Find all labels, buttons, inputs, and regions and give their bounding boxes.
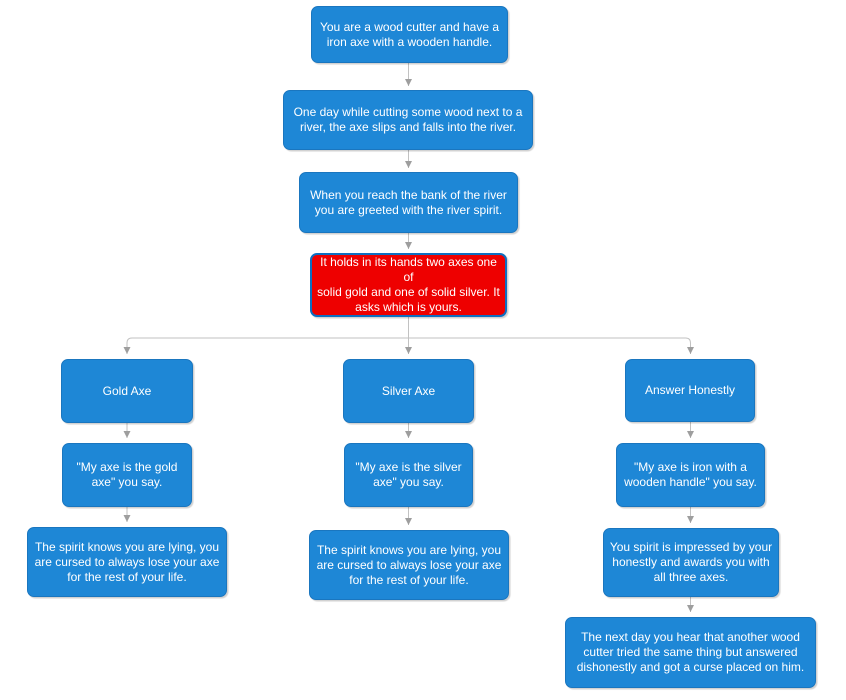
- flow-node-gold-say[interactable]: "My axe is the gold axe" you say.: [62, 443, 192, 507]
- flow-node-honest-result[interactable]: You spirit is impressed by your honestly…: [603, 528, 779, 597]
- flow-node-label: When you reach the bank of the river you…: [310, 187, 507, 217]
- flow-node-silver-say[interactable]: "My axe is the silver axe" you say.: [344, 443, 473, 507]
- flow-node-label: "My axe is the gold axe" you say.: [76, 460, 178, 489]
- flow-node-label: The spirit knows you are lying, you are …: [34, 539, 220, 584]
- flow-node-label: Gold Axe: [102, 383, 152, 398]
- flow-node-final[interactable]: The next day you hear that another wood …: [565, 617, 816, 688]
- flow-node-silver-result[interactable]: The spirit knows you are lying, you are …: [309, 530, 509, 600]
- flow-node-label: You are a wood cutter and have a iron ax…: [319, 19, 500, 49]
- flow-node-question-highlighted[interactable]: It holds in its hands two axes one of so…: [310, 253, 507, 317]
- flow-node-river[interactable]: One day while cutting some wood next to …: [283, 90, 533, 150]
- flow-node-label: One day while cutting some wood next to …: [293, 105, 523, 134]
- flow-node-label: "My axe is the silver axe" you say.: [355, 460, 462, 489]
- flow-node-label: It holds in its hands two axes one of so…: [317, 255, 500, 314]
- flow-node-gold-result[interactable]: The spirit knows you are lying, you are …: [27, 527, 227, 597]
- flow-node-iron-say[interactable]: "My axe is iron with a wooden handle" yo…: [616, 443, 765, 507]
- flow-node-answer-honestly[interactable]: Answer Honestly: [625, 359, 755, 422]
- flow-node-label: You spirit is impressed by your honestly…: [609, 540, 773, 584]
- flow-node-label: The spirit knows you are lying, you are …: [316, 542, 502, 587]
- flow-node-label: Silver Axe: [381, 383, 436, 398]
- flow-node-silver-axe[interactable]: Silver Axe: [343, 359, 474, 423]
- flow-node-label: The next day you hear that another wood …: [576, 630, 805, 674]
- flow-node-bank[interactable]: When you reach the bank of the river you…: [299, 172, 518, 233]
- connector: [408, 337, 694, 354]
- flow-node-label: "My axe is iron with a wooden handle" yo…: [624, 460, 757, 489]
- connector: [123, 337, 409, 354]
- flow-node-label: Answer Honestly: [644, 383, 736, 397]
- flow-node-intro[interactable]: You are a wood cutter and have a iron ax…: [311, 6, 508, 63]
- flow-node-gold-axe[interactable]: Gold Axe: [61, 359, 193, 423]
